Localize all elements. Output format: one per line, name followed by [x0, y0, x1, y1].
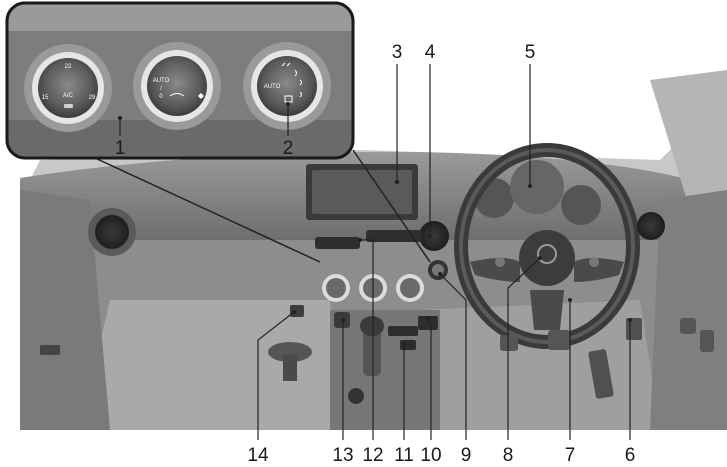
brake-pedal [548, 330, 570, 350]
knob-left-right-label: 29 [89, 95, 96, 101]
knob-left-center-label: A/C [63, 93, 74, 99]
callout-12: 12 [362, 445, 383, 466]
knob-left-top-label: 22 [65, 64, 72, 70]
console-switch-10 [418, 316, 438, 330]
callout-5: 5 [525, 42, 536, 63]
knob-left-indicator [64, 104, 73, 108]
left-door [20, 190, 110, 430]
callout-11: 11 [394, 445, 414, 466]
knob-middle-top-label: AUTO [153, 78, 170, 84]
steering-switch-left [495, 257, 505, 267]
steering-spoke-left [470, 258, 520, 282]
shift-lever-boot [363, 326, 381, 376]
rear-defog-icon [284, 95, 293, 103]
steering-spoke-right [574, 258, 624, 282]
callout-14: 14 [247, 445, 269, 466]
leader-9 [439, 273, 467, 440]
knob-middle-mid-label: / [160, 86, 162, 92]
inset-knob-middle: AUTO / 0 [133, 42, 221, 130]
callout-8: 8 [503, 445, 514, 466]
gauge-right [561, 185, 601, 225]
steering-switch-right [589, 257, 599, 267]
cupholder [268, 342, 312, 362]
callout-labels: 1 2 3 4 5 6 7 8 9 10 11 12 13 14 [115, 42, 636, 466]
right-door [650, 190, 727, 430]
callout-6: 6 [625, 445, 636, 466]
leader-lines [257, 64, 631, 440]
inset-knob-right: AUTO [243, 42, 331, 130]
knob-right-label: AUTO [264, 84, 281, 90]
commander-knob [348, 388, 364, 404]
shift-knob [360, 316, 384, 336]
clutch-pedal [500, 335, 518, 351]
usb-port [388, 326, 418, 336]
passenger-floor [80, 300, 340, 430]
leader-12 [360, 239, 374, 440]
leader-10 [427, 317, 432, 440]
recirculation-icon [169, 93, 185, 97]
callout-4: 4 [425, 42, 436, 63]
cockpit-illustration [20, 70, 727, 430]
accelerator-pedal [588, 349, 614, 399]
callout-9: 9 [461, 445, 472, 466]
callout-7: 7 [565, 445, 576, 466]
inset-connector-left [94, 157, 321, 263]
power-window-switch [680, 318, 696, 334]
callout-13: 13 [332, 445, 353, 466]
callout-3: 3 [392, 42, 403, 63]
callout-10: 10 [420, 445, 441, 466]
mirror-switch [700, 330, 714, 352]
right-air-vent [637, 212, 665, 240]
inset-connector-right [352, 149, 431, 263]
steering-hub [519, 230, 575, 286]
start-button [432, 264, 444, 276]
hood-release [626, 318, 642, 340]
inset-panel: 22 15 29 A/C AUTO / 0 AUTO [5, 1, 431, 263]
steering-spoke-bottom [530, 290, 564, 330]
gauge-center [510, 160, 564, 214]
leader-14 [257, 311, 295, 440]
audio-panel [315, 237, 360, 249]
defrost-foot-icon [299, 79, 302, 86]
fan-icon [198, 93, 204, 99]
knob-middle-sub-label: 0 [159, 94, 163, 100]
callout-1: 1 [115, 138, 126, 159]
knob-left-left-label: 15 [42, 95, 49, 101]
center-air-vent [419, 221, 449, 251]
callout-2: 2 [283, 138, 294, 159]
hazard-panel [366, 230, 422, 242]
foot-vent-icon [294, 69, 297, 77]
brand-emblem [537, 244, 557, 264]
leader-8 [507, 257, 541, 440]
left-door-switch [40, 345, 60, 355]
inset-knob-left: 22 15 29 A/C [24, 44, 112, 132]
left-air-vent [95, 215, 129, 249]
face-vent-icon [281, 62, 291, 67]
windshield-defrost-icon [299, 91, 302, 98]
switch-14 [290, 305, 304, 317]
